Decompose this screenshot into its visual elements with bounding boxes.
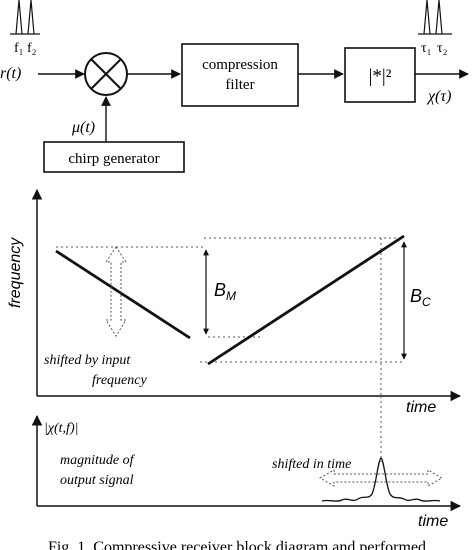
output-pulses-icon	[418, 0, 452, 35]
magnitude-plot: |χ(t,f)| magnitude of output signal shif…	[31, 414, 462, 512]
filter-label-line1: compression	[202, 57, 278, 73]
magnitude-note-line2: output signal	[60, 473, 134, 488]
magnitude-squared-label: |*|²	[369, 66, 392, 87]
frequency-plot-time-label: time	[406, 399, 436, 416]
shift-frequency-indicator	[105, 246, 127, 337]
shift-time-note: shifted in time	[272, 457, 351, 472]
magnitude-plot-time-label: time	[418, 513, 448, 530]
output-signal-label: χ(τ)	[426, 88, 451, 105]
output-time-label-1: τ₁	[421, 41, 432, 56]
bandwidth-m-label: BM	[214, 280, 236, 303]
input-signal-label: r(t)	[0, 65, 21, 82]
filter-label-line2: filter	[225, 77, 254, 93]
down-chirp-line	[55, 249, 191, 340]
up-chirp-line	[207, 234, 405, 366]
chirp-generator-label: chirp generator	[68, 151, 159, 167]
magnitude-note-line1: magnitude of	[60, 453, 136, 468]
compression-filter-block	[181, 43, 299, 107]
mixer-icon	[84, 52, 128, 96]
shift-frequency-note-line1: shifted by input	[44, 353, 131, 368]
output-pulse-waveform	[321, 457, 441, 502]
frequency-plot: BM BC frequency time shifted by input fr…	[7, 188, 462, 416]
frequency-axis-label: frequency	[7, 237, 24, 308]
input-freq-label-2: f₂	[27, 41, 37, 56]
input-spectrum-icon	[10, 0, 40, 35]
figure-caption: Fig. 1. Compressive receiver block diagr…	[48, 539, 426, 550]
output-time-label-2: τ₂	[437, 41, 448, 56]
shift-time-indicator	[318, 469, 444, 487]
magnitude-axis-label: |χ(t,f)|	[44, 421, 78, 436]
shift-frequency-note-line2: frequency	[92, 373, 147, 388]
chirp-signal-label: μ(t)	[71, 119, 95, 136]
bandwidth-c-label: BC	[410, 286, 431, 309]
magnitude-squared-block	[344, 47, 416, 103]
chirp-generator-block	[43, 141, 185, 173]
input-freq-label-1: f₁	[14, 41, 24, 56]
